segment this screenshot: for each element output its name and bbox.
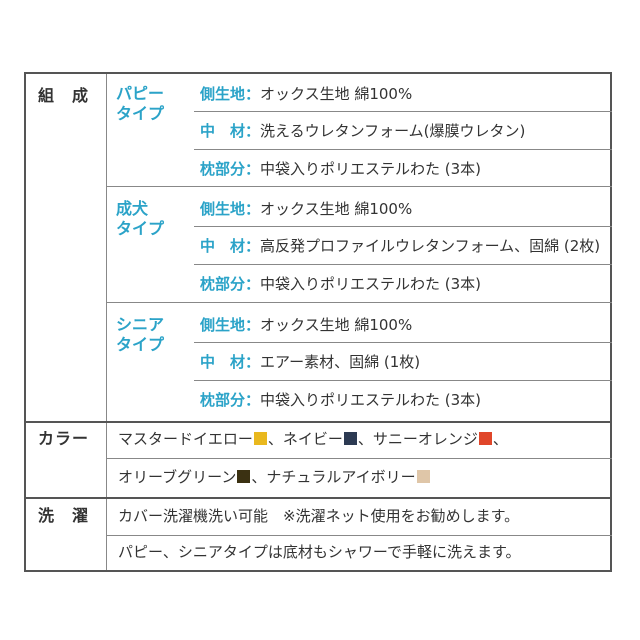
row-divider — [194, 111, 612, 112]
row-value: 中袋入りポリエステルわた (3本) — [260, 275, 482, 293]
color-name: ナチュラルアイボリー — [266, 468, 416, 486]
row-label: 枕部分： — [200, 391, 261, 409]
row-value: エアー素材、固綿 (1枚) — [260, 353, 421, 371]
row-label: 中 材： — [200, 122, 261, 140]
row-value: 高反発プロファイルウレタンフォーム、固綿 (2枚) — [260, 237, 601, 255]
spec-row: 側生地：オックス生地 綿100% — [200, 199, 412, 219]
row-divider — [194, 149, 612, 150]
spec-row: 側生地：オックス生地 綿100% — [200, 84, 412, 104]
color-swatch — [237, 470, 251, 483]
color-name: サニーオレンジ — [372, 430, 478, 448]
group-divider — [106, 186, 612, 187]
row-divider — [194, 380, 612, 381]
color-swatch — [253, 432, 267, 445]
section-divider — [26, 497, 612, 499]
spec-row: 枕部分：中袋入りポリエステルわた (3本) — [200, 159, 481, 179]
group-divider — [106, 302, 612, 303]
row-value: オックス生地 綿100% — [260, 200, 413, 218]
color-name: ネイビー — [282, 430, 343, 448]
section-divider — [26, 421, 612, 423]
row-divider — [106, 458, 612, 459]
washing-line-1: カバー洗濯機洗い可能 ※洗濯ネット使用をお勧めします。 — [118, 507, 520, 525]
spec-row: 中 材：高反発プロファイルウレタンフォーム、固綿 (2枚) — [200, 236, 600, 256]
row-divider — [106, 535, 612, 536]
row-divider — [194, 264, 612, 265]
washing-line-2: パピー、シニアタイプは底材もシャワーで手軽に洗えます。 — [118, 543, 521, 561]
spec-row: 中 材：エアー素材、固綿 (1枚) — [200, 352, 420, 372]
row-label: 枕部分： — [200, 275, 261, 293]
color-header: カラー — [38, 429, 90, 448]
washing-header: 洗 濯 — [38, 506, 90, 525]
row-divider — [194, 342, 612, 343]
color-line-2: オリーブグリーン、ナチュラルアイボリー — [118, 467, 431, 487]
spec-row: 中 材：洗えるウレタンフォーム(爆膜ウレタン) — [200, 121, 525, 141]
color-line-1: マスタードイエロー、ネイビー、サニーオレンジ、 — [118, 430, 508, 448]
color-swatch — [416, 470, 430, 483]
spec-table: 組 成 パピー タイプ 側生地：オックス生地 綿100% 中 材：洗えるウレタン… — [24, 72, 612, 572]
row-label: 側生地： — [200, 85, 261, 103]
row-value: 洗えるウレタンフォーム(爆膜ウレタン) — [260, 122, 526, 140]
type-label-puppy: パピー タイプ — [116, 84, 165, 123]
row-label: 中 材： — [200, 237, 261, 255]
spec-row: 枕部分：中袋入りポリエステルわた (3本) — [200, 390, 481, 410]
type-label-adult: 成犬 タイプ — [116, 199, 165, 238]
spec-row: 側生地：オックス生地 綿100% — [200, 315, 412, 335]
row-value: オックス生地 綿100% — [260, 85, 413, 103]
row-label: 側生地： — [200, 316, 261, 334]
color-swatch — [478, 432, 492, 445]
row-label: 側生地： — [200, 200, 261, 218]
row-value: 中袋入りポリエステルわた (3本) — [260, 391, 482, 409]
color-name: オリーブグリーン — [118, 468, 237, 486]
composition-header: 組 成 — [38, 86, 90, 105]
color-swatch — [343, 432, 357, 445]
color-name: マスタードイエロー — [118, 430, 253, 448]
row-value: 中袋入りポリエステルわた (3本) — [260, 160, 482, 178]
row-label: 枕部分： — [200, 160, 261, 178]
header-column-divider — [106, 74, 107, 570]
spec-row: 枕部分：中袋入りポリエステルわた (3本) — [200, 274, 481, 294]
row-value: オックス生地 綿100% — [260, 316, 413, 334]
row-label: 中 材： — [200, 353, 261, 371]
row-divider — [194, 226, 612, 227]
type-label-senior: シニア タイプ — [116, 315, 165, 354]
